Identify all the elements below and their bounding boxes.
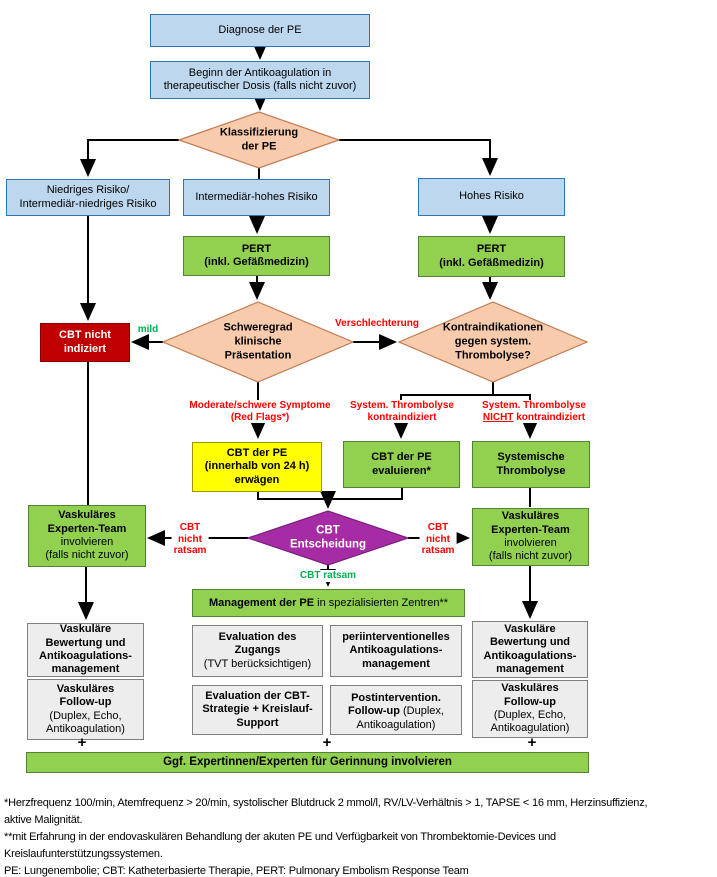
node-vask-followup-right: Vaskuläres Follow-up (Duplex, Echo, Anti…	[472, 680, 588, 738]
node-vask-bewertung-right: Vaskuläre Bewertung und Antikoagulations…	[472, 621, 588, 678]
node-experten-team-right: Vaskuläres Experten-Team involvieren (fa…	[472, 508, 589, 566]
node-beginn-antikoagulation: Beginn der Antikoagulation in therapeuti…	[150, 61, 370, 99]
node-vask-bewertung-left: Vaskuläre Bewertung und Antikoagulations…	[27, 623, 144, 677]
plus-sign-left: +	[77, 734, 87, 751]
experten-team-sub: involvieren (falls nicht zuvor)	[45, 536, 129, 562]
diamond-label-kontraindikationen: Kontraindikationen gegen system. Thrombo…	[442, 321, 544, 361]
footnote-zentren: **mit Erfahrung in der endovaskulären Be…	[4, 831, 556, 861]
node-intermediaer-hohes-risiko: Intermediär-hohes Risiko	[183, 179, 330, 216]
node-pert-left: PERT (inkl. Gefäßmedizin)	[183, 236, 330, 276]
node-experten-team-left: Vaskuläres Experten-Team involvieren (fa…	[28, 505, 146, 567]
node-hohes-risiko: Hohes Risiko	[418, 178, 565, 216]
node-cbt-erwaegen: CBT der PE (innerhalb von 24 h) erwägen	[192, 442, 322, 492]
plus-sign-middle: +	[322, 734, 332, 751]
node-gerinnung-bar: Ggf. Expertinnen/Experten für Gerinnung …	[26, 752, 589, 773]
diamond-klassifizierung	[177, 111, 341, 169]
footnotes: *Herzfrequenz 100/min, Atemfrequenz > 20…	[4, 795, 716, 877]
node-management-zentren: Management der PE in spezialisierten Zen…	[192, 589, 465, 617]
diamond-schweregrad	[161, 301, 355, 383]
node-postintervention-followup: Postintervention. Follow-up (Duplex, Ant…	[330, 685, 462, 735]
diamond-label-cbt-entscheidung: CBT Entscheidung	[289, 524, 367, 551]
edge-label-cbt-nicht-ratsam-right: CBT nicht ratsam	[419, 522, 457, 557]
diamond-cbt-entscheidung	[246, 510, 410, 566]
edge-label-systemische-kontraindiziert: System. Thrombolyse kontraindiziert	[348, 400, 456, 423]
node-cbt-evaluieren: CBT der PE evaluieren*	[343, 441, 460, 488]
node-pert-right: PERT (inkl. Gefäßmedizin)	[418, 236, 565, 277]
diamond-kontraindikationen	[397, 301, 589, 383]
plus-sign-right: +	[527, 734, 537, 751]
node-evaluation-zugang: Evaluation des Zugangs (TVT berücksichti…	[192, 625, 323, 677]
edge-label-moderate-symptome: Moderate/schwere Symptome (Red Flags*)	[187, 400, 333, 423]
diamond-label-schweregrad: Schweregrad klinische Präsentation	[223, 321, 293, 361]
decision-diamonds	[161, 111, 589, 566]
edge-label-verschlechterung: Verschlechterung	[335, 318, 419, 329]
experten-team-sub: involvieren (falls nicht zuvor)	[488, 537, 573, 563]
edge-label-mild: mild	[137, 324, 159, 335]
node-periinterventionelles-management: periinterventionelles Antikoagulations- …	[330, 625, 462, 677]
footnote-abbreviations: PE: Lungenembolie; CBT: Katheterbasierte…	[4, 865, 469, 877]
experten-team-title: Vaskuläres Experten-Team	[47, 509, 127, 535]
diamond-label-klassifizierung: Klassifizierung der PE	[219, 126, 299, 152]
node-cbt-nicht-indiziert: CBT nicht indiziert	[40, 323, 130, 362]
node-systemische-thrombolyse: Systemische Thrombolyse	[472, 441, 590, 488]
edge-label-cbt-ratsam: CBT ratsam	[297, 570, 359, 582]
node-diagnose: Diagnose der PE	[150, 14, 370, 47]
edge-label-cbt-nicht-ratsam-left: CBT nicht ratsam	[171, 522, 209, 557]
node-evaluation-cbt-strategie: Evaluation der CBT- Strategie + Kreislau…	[192, 685, 323, 735]
node-niedriges-risiko: Niedriges Risiko/ Intermediär-niedriges …	[6, 179, 170, 216]
footnote-red-flags: *Herzfrequenz 100/min, Atemfrequenz > 20…	[4, 797, 648, 827]
node-vask-followup-left: Vaskuläres Follow-up (Duplex, Echo, Anti…	[27, 679, 144, 740]
experten-team-title: Vaskuläres Experten-Team	[491, 510, 570, 536]
